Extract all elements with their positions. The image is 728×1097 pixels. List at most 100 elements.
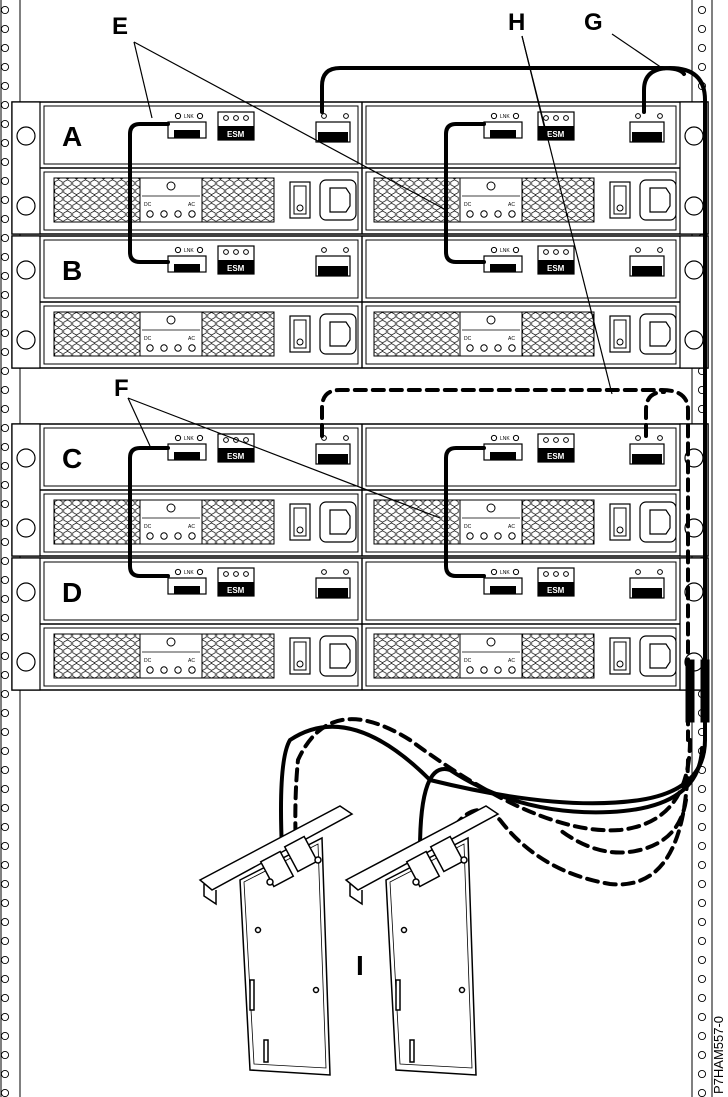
rail-hole: [0, 993, 10, 1003]
cables: [128, 65, 710, 887]
lnk-label: LNK: [500, 114, 510, 120]
esm-label: ESM: [547, 586, 565, 595]
dc-label: DC: [144, 202, 152, 208]
rail-hole: [0, 898, 10, 908]
cable-bundle-dash-2: [438, 758, 690, 887]
rail-hole: [0, 100, 10, 110]
cable-bundle-solid-1: [279, 724, 707, 852]
ac-label: AC: [508, 202, 515, 208]
rail-hole: [0, 195, 10, 205]
rail-hole: [0, 651, 10, 661]
leader-h-2: [521, 35, 613, 395]
ac-label: AC: [508, 524, 515, 530]
enclosure-label: B: [62, 255, 82, 286]
rail-hole: [0, 575, 10, 585]
leader-lines: [127, 33, 666, 519]
ac-label: AC: [188, 336, 195, 342]
rail-hole: [0, 423, 10, 433]
rail-hole: [0, 556, 10, 566]
dc-label: DC: [144, 336, 152, 342]
dc-label: DC: [144, 524, 152, 530]
rail-hole: [697, 879, 707, 889]
rail-hole: [0, 689, 10, 699]
esm-label: ESM: [547, 130, 565, 139]
enclosure-label: D: [62, 577, 82, 608]
cable-e-right: [444, 122, 486, 264]
rail-hole: [697, 898, 707, 908]
rail-hole: [697, 917, 707, 927]
figure-id: P7HAM557-0: [711, 1016, 726, 1094]
lnk-label: LNK: [184, 436, 194, 442]
cable-g-right: [642, 65, 707, 742]
rail-hole: [697, 62, 707, 72]
rail-hole: [697, 841, 707, 851]
dc-label: DC: [464, 202, 472, 208]
enclosure-label: A: [62, 121, 82, 152]
lnk-label: LNK: [500, 248, 510, 254]
rail-hole: [0, 480, 10, 490]
rail-hole: [0, 290, 10, 300]
rail-hole: [0, 727, 10, 737]
rail-hole: [0, 537, 10, 547]
rail-hole: [0, 233, 10, 243]
rail-hole: [0, 1088, 10, 1097]
esm-label: ESM: [227, 586, 245, 595]
rail-hole: [0, 442, 10, 452]
rail-hole: [0, 613, 10, 623]
ac-label: AC: [188, 524, 195, 530]
rail-hole: [0, 860, 10, 870]
rail-hole: [697, 1031, 707, 1041]
rail-hole: [0, 404, 10, 414]
rail-hole: [0, 518, 10, 528]
rail-hole: [0, 43, 10, 53]
rail-hole: [0, 784, 10, 794]
rail-hole: [0, 138, 10, 148]
rail-hole: [697, 1012, 707, 1022]
rail-hole: [0, 594, 10, 604]
cable-sleeve-1: [685, 659, 695, 723]
rail-hole: [0, 879, 10, 889]
rail-hole: [697, 822, 707, 832]
leader-g: [611, 33, 666, 71]
callout-f: F: [114, 375, 129, 402]
cable-f-right: [444, 446, 486, 578]
rail-hole: [0, 24, 10, 34]
cable-sleeve-2: [700, 659, 710, 723]
rail-hole: [0, 803, 10, 813]
esm-label: ESM: [547, 452, 565, 461]
esm-label: ESM: [227, 452, 245, 461]
rail-hole: [697, 1088, 707, 1097]
ac-label: AC: [188, 658, 195, 664]
cable-e-left: [128, 122, 170, 264]
callout-g: G: [584, 9, 603, 36]
lnk-label: LNK: [500, 570, 510, 576]
cable-f-left: [128, 446, 170, 578]
rail-hole: [0, 974, 10, 984]
rail-hole: [0, 62, 10, 72]
leader-f-2: [127, 397, 441, 519]
rail-hole: [0, 670, 10, 680]
rail-hole: [697, 43, 707, 53]
dc-label: DC: [464, 336, 472, 342]
rail-hole: [0, 955, 10, 965]
rail-hole: [0, 176, 10, 186]
enclosure-label: C: [62, 443, 82, 474]
rail-hole: [0, 309, 10, 319]
rail-hole: [0, 1050, 10, 1060]
rail-hole: [0, 708, 10, 718]
rail-hole: [697, 974, 707, 984]
rail-hole: [0, 822, 10, 832]
esm-label: ESM: [227, 130, 245, 139]
cable-bundle-dash-1: [293, 717, 692, 852]
cable-h-loop: [320, 388, 690, 742]
leader-e-2: [133, 41, 447, 211]
rail-hole: [0, 157, 10, 167]
dc-label: DC: [464, 658, 472, 664]
ac-label: AC: [508, 336, 515, 342]
esm-label: ESM: [547, 264, 565, 273]
rail-hole: [0, 841, 10, 851]
rail-hole: [0, 5, 10, 15]
rail-hole: [697, 936, 707, 946]
